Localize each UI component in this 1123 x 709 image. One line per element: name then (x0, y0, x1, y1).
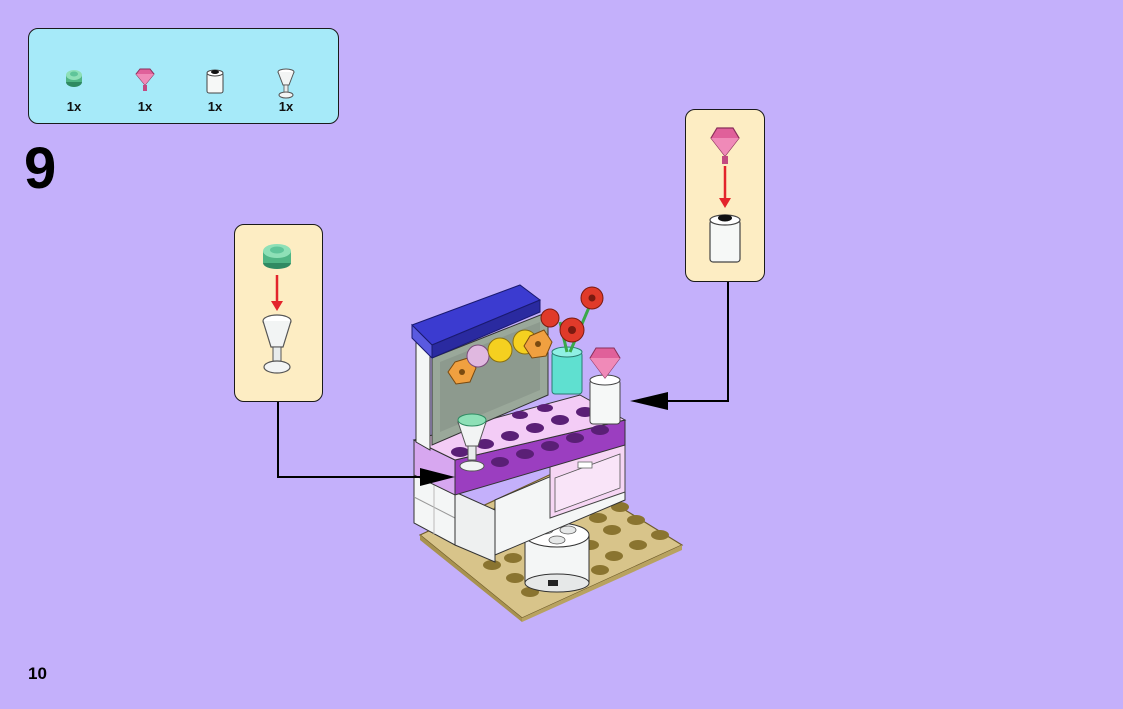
mirror-decorations (447, 329, 553, 385)
part-pink-gem: 1x (125, 67, 165, 114)
right-pointer-arrow (630, 282, 729, 410)
clear-goblet-icon (277, 68, 295, 99)
left-pointer-arrow (277, 402, 455, 486)
counter-studs (451, 404, 609, 467)
flower-vase (540, 286, 604, 395)
part-qty: 1x (137, 99, 153, 114)
goblet-on-counter (457, 413, 487, 472)
gem-vase-on-counter (589, 347, 621, 425)
part-green-plate: 1x (54, 67, 94, 114)
part-clear-cylinder: 1x (195, 67, 235, 114)
part-qty: 1x (207, 99, 223, 114)
part-qty: 1x (66, 99, 82, 114)
pink-gem-icon (135, 68, 155, 91)
parts-list-box: 1x 1x 1x 1x (28, 28, 339, 124)
callout-goblet-assembly (234, 224, 323, 402)
part-qty: 1x (278, 99, 294, 114)
step-number: 9 (24, 136, 57, 201)
green-round-plate-icon (66, 70, 82, 87)
clear-cylinder-icon (206, 69, 224, 94)
part-clear-goblet: 1x (266, 67, 306, 114)
callout-gem-vase-assembly (685, 109, 765, 282)
goblet-assembly-icon (262, 244, 292, 374)
gem-vase-assembly-icon (709, 127, 741, 263)
page-number: 10 (28, 664, 47, 683)
